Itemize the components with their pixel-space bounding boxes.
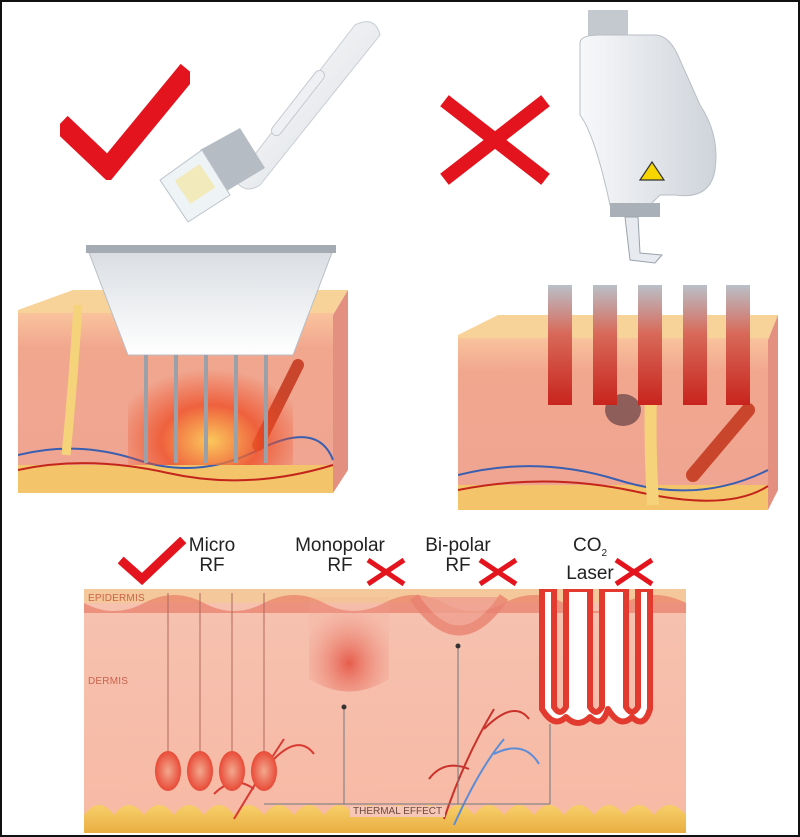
check-icon [60, 63, 190, 180]
cross-icon [614, 557, 654, 587]
cross-icon [366, 557, 406, 587]
skin-layer-diagram [84, 589, 686, 833]
tech-label-monopolar-rf: Monopolar RF [295, 535, 385, 576]
laser-handpiece [579, 10, 717, 264]
tech-label-bipolar-rf: Bi-polar RF [425, 535, 491, 576]
dermis-label: DERMIS [88, 676, 129, 687]
thermal-effect-label: THERMAL EFFECT [350, 806, 446, 817]
cross-icon [440, 95, 550, 185]
microneedle-handpiece [159, 21, 381, 223]
cross-icon [478, 557, 518, 587]
skin-section-laser [458, 285, 778, 510]
skin-section-microrf [18, 245, 348, 493]
tech-label-co2-laser: CO2 Laser [566, 535, 614, 584]
epidermis-label: EPIDERMIS [88, 593, 145, 604]
tech-label-micro-rf: Micro RF [188, 535, 236, 576]
check-icon [118, 537, 187, 585]
